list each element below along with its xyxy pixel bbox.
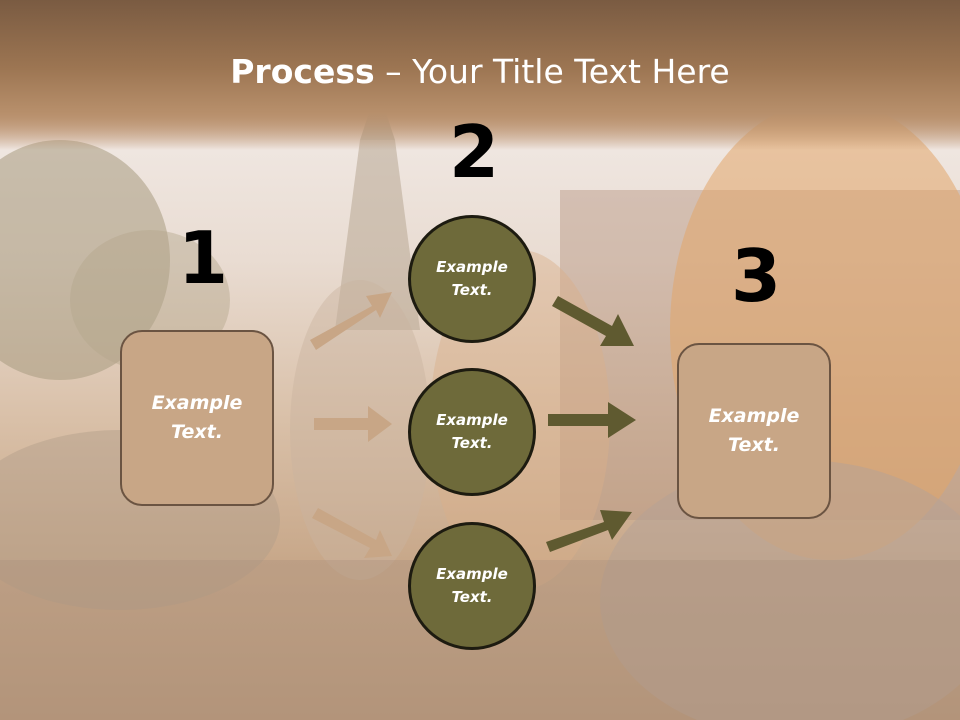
example-circle-middle-line2: Text. [451, 434, 493, 452]
slide-title: Process – Your Title Text Here [0, 52, 960, 91]
example-box-left-line1: Example [151, 392, 243, 414]
example-circle-top-line1: Example [436, 258, 508, 276]
example-box-right-line2: Text. [728, 434, 780, 456]
example-box-left-line2: Text. [171, 421, 223, 443]
title-rest: – Your Title Text Here [374, 52, 730, 91]
example-circle-bottom-line2: Text. [451, 588, 493, 606]
example-circle-top-line2: Text. [451, 281, 493, 299]
example-circle-middle-line1: Example [436, 411, 508, 429]
step-number-1: 1 [178, 216, 229, 300]
step-number-3: 3 [731, 234, 782, 318]
step-number-2: 2 [449, 110, 500, 194]
title-band [0, 0, 960, 150]
example-box-right-line1: Example [708, 405, 800, 427]
title-bold: Process [230, 52, 375, 91]
example-circle-bottom-line1: Example [436, 565, 508, 583]
